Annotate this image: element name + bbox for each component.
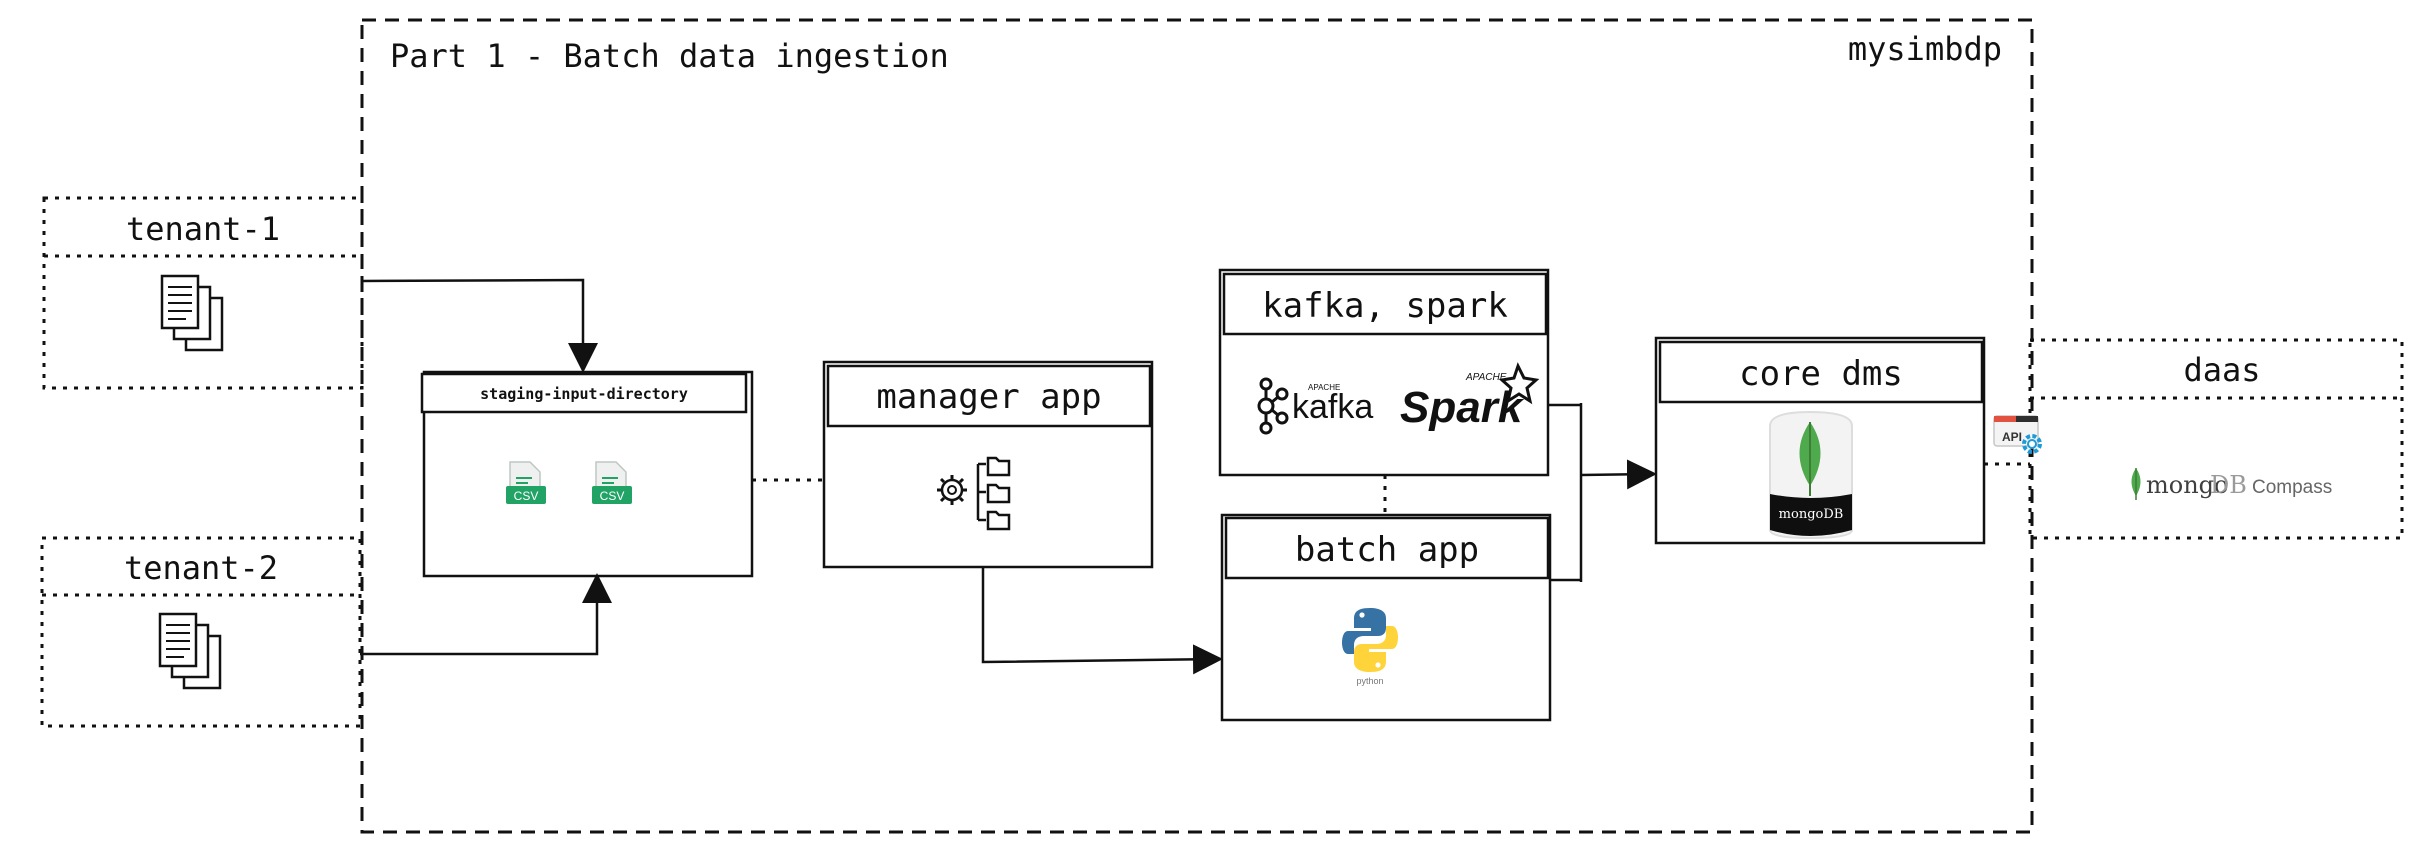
tenant-2-to-staging-arrow <box>360 573 612 656</box>
kafka-spark-label: kafka, spark <box>1262 286 1508 326</box>
kafka-apache-text: APACHE <box>1308 383 1340 392</box>
kafka-logo-text: kafka <box>1292 388 1373 426</box>
part-title: Part 1 - Batch data ingestion <box>390 37 949 75</box>
tenant-2-label: tenant-2 <box>124 549 278 587</box>
compass-db-text: DB <box>2210 471 2247 499</box>
mongodb-caption: mongoDB <box>1779 507 1844 522</box>
mongodb-icon: mongoDB <box>1769 410 1853 540</box>
mongodb-compass-logo: mongo DB Compass <box>2131 468 2332 500</box>
manager-app-box: manager app <box>822 360 1154 569</box>
batch-app-box: batch app python <box>1220 513 1552 722</box>
daas-box: daas mongo DB Compass <box>2028 338 2404 540</box>
kafka-spark-box: kafka, spark APACHE kafka APACHE Spark <box>1218 268 1550 477</box>
csv-file-icon: CSV <box>506 461 546 504</box>
core-dms-box: core dms mongoDB <box>1654 336 1986 545</box>
connectors <box>360 278 2030 675</box>
compass-mongo-text: mongo <box>2146 471 2228 499</box>
spark-logo-text: Spark <box>1400 383 1525 432</box>
daas-label: daas <box>2183 351 2260 389</box>
batch-app-label: batch app <box>1295 530 1479 570</box>
manager-to-batch-arrow <box>981 567 1223 675</box>
api-icon: API <box>1993 415 2042 454</box>
spark-logo-icon: APACHE Spark <box>1400 362 1540 432</box>
staging-label: staging-input-directory <box>480 385 688 403</box>
tenant-2-box: tenant-2 <box>40 536 362 728</box>
compass-suffix-text: Compass <box>2252 477 2332 498</box>
python-caption: python <box>1356 676 1383 686</box>
csv-file-icon: CSV <box>592 461 632 504</box>
documents-icon <box>160 274 224 352</box>
api-badge-text: API <box>2002 430 2022 444</box>
spark-apache-text: APACHE <box>1465 372 1507 383</box>
manager-app-label: manager app <box>876 377 1101 417</box>
documents-icon <box>158 612 222 690</box>
staging-input-directory-box: staging-input-directory CSV CSV <box>420 370 754 578</box>
tenant-1-box: tenant-1 <box>42 196 364 390</box>
csv-badge: CSV <box>514 489 539 503</box>
settings-folders-icon <box>937 456 1011 531</box>
core-dms-label: core dms <box>1739 354 1903 394</box>
tenant-1-to-staging-arrow <box>361 278 598 373</box>
kafka-logo-icon: APACHE kafka <box>1257 377 1373 435</box>
python-logo-icon: python <box>1342 608 1398 686</box>
merge-to-core-arrow <box>1580 459 1657 490</box>
platform-name: mysimbdp <box>1848 30 2002 68</box>
csv-badge: CSV <box>600 489 625 503</box>
tenant-1-label: tenant-1 <box>126 210 280 248</box>
